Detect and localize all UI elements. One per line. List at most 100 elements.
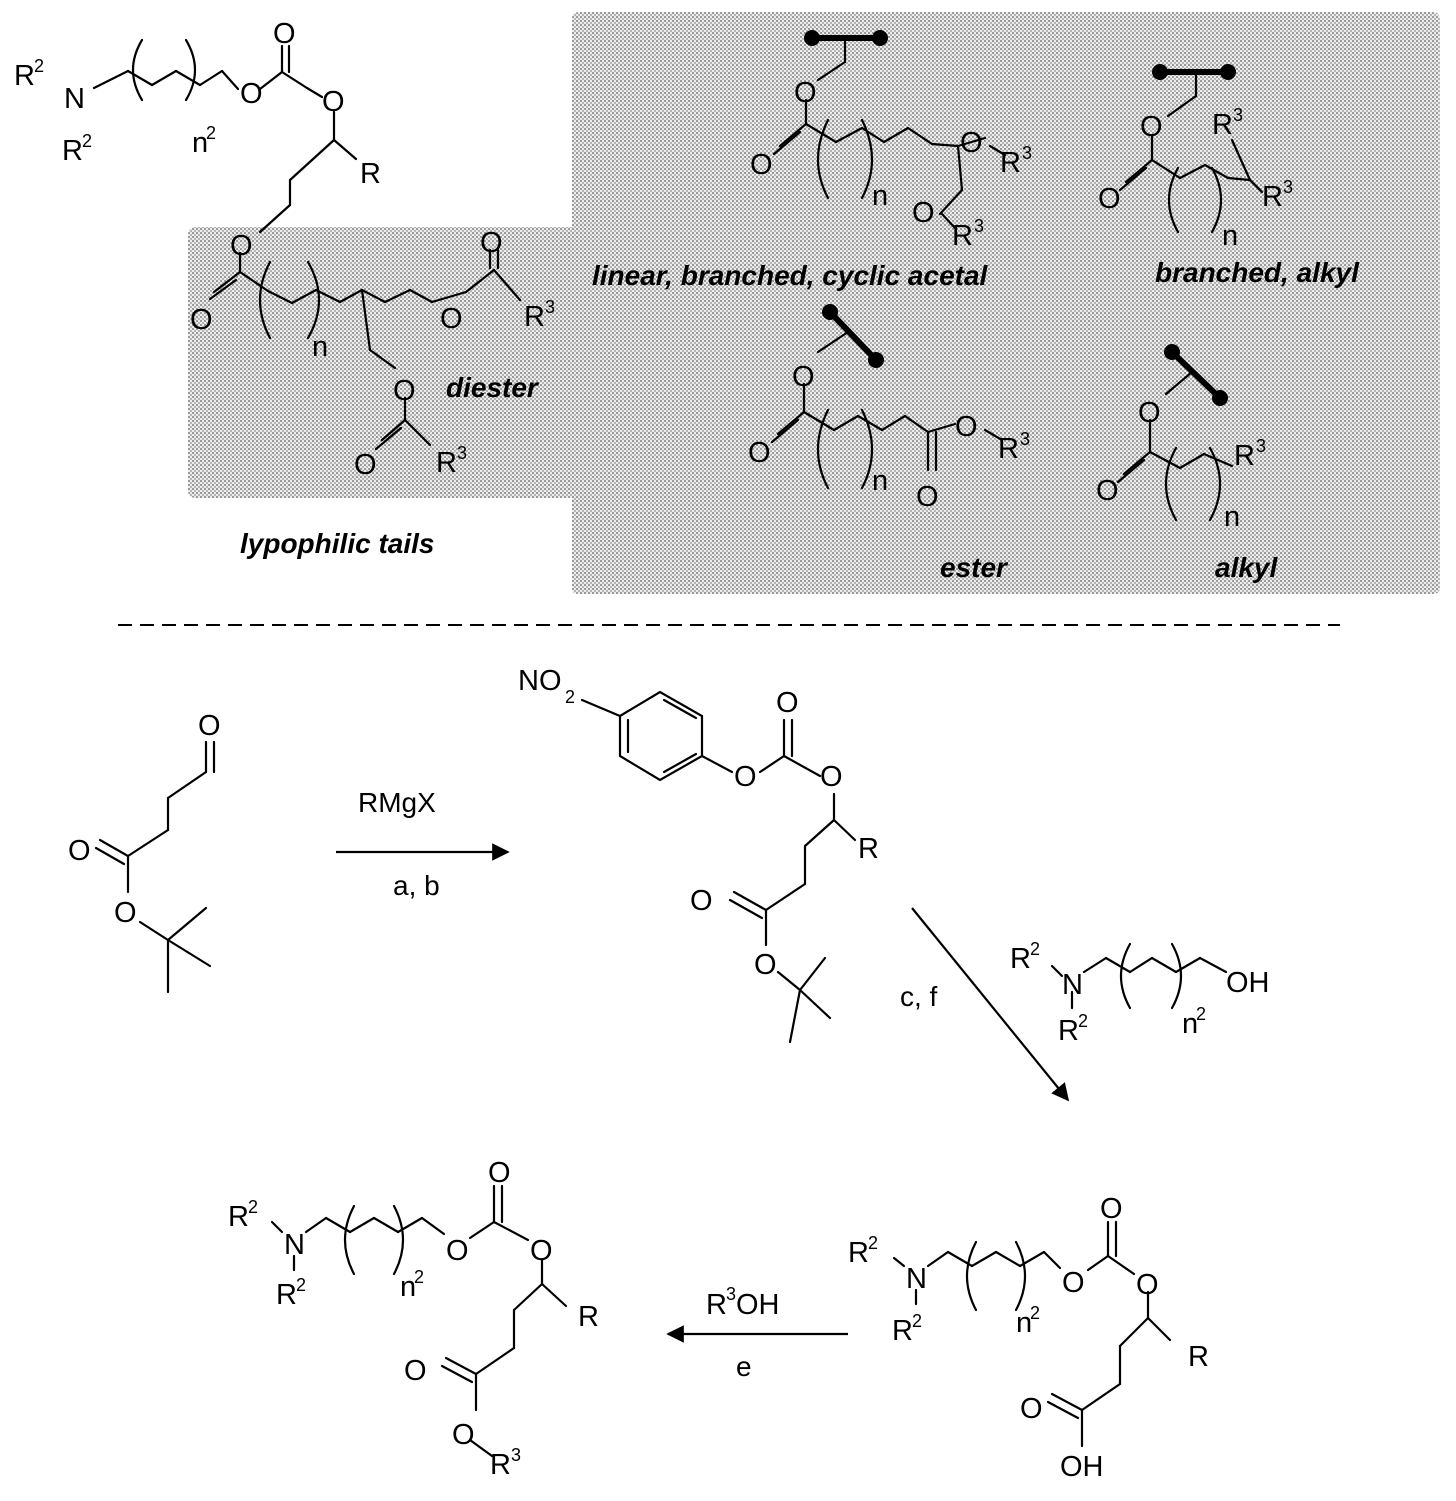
svg-text:R: R (360, 158, 381, 190)
svg-text:2: 2 (248, 1197, 258, 1217)
svg-text:3: 3 (1020, 429, 1030, 449)
svg-text:n: n (312, 331, 328, 363)
svg-text:R: R (1058, 1015, 1079, 1047)
svg-text:2: 2 (1196, 1004, 1206, 1024)
svg-text:O: O (792, 361, 815, 393)
svg-text:O: O (820, 761, 843, 793)
reagent-cf: c, f (900, 981, 938, 1012)
svg-text:O: O (776, 687, 799, 719)
reagent-ab: a, b (393, 870, 440, 901)
starting-material (96, 742, 214, 992)
svg-text:O: O (488, 1157, 511, 1189)
svg-text:O: O (794, 77, 817, 109)
svg-text:O: O (452, 1419, 475, 1451)
svg-text:n: n (1224, 501, 1240, 533)
svg-text:O: O (480, 227, 503, 259)
svg-text:OH: OH (1060, 1451, 1104, 1483)
svg-text:R: R (848, 1237, 869, 1269)
svg-text:2: 2 (868, 1233, 878, 1253)
svg-text:3: 3 (1283, 177, 1293, 197)
svg-text:OH: OH (736, 1289, 780, 1321)
svg-text:R: R (892, 1315, 913, 1347)
svg-text:O: O (1140, 111, 1163, 143)
svg-text:O: O (690, 885, 713, 917)
svg-text:O: O (1096, 475, 1119, 507)
svg-text:O: O (748, 437, 771, 469)
svg-text:O: O (190, 304, 213, 336)
svg-text:O: O (1062, 1267, 1085, 1299)
svg-text:O: O (440, 303, 463, 335)
svg-text:R: R (706, 1289, 727, 1321)
nitrophenyl-atoms: NO2 O O O R O O (518, 665, 879, 981)
svg-text:R: R (1262, 181, 1283, 213)
svg-text:R: R (62, 135, 83, 167)
svg-text:R: R (14, 60, 35, 92)
svg-text:N: N (906, 1263, 927, 1295)
svg-text:R: R (228, 1201, 249, 1233)
svg-text:O: O (912, 197, 935, 229)
svg-text:R: R (998, 433, 1019, 465)
svg-text:3: 3 (1022, 143, 1032, 163)
svg-text:3: 3 (457, 443, 467, 463)
svg-text:O: O (955, 411, 978, 443)
svg-text:O: O (734, 761, 757, 793)
svg-text:R: R (1212, 109, 1233, 141)
svg-text:2: 2 (296, 1275, 306, 1295)
svg-text:O: O (404, 1355, 427, 1387)
svg-text:3: 3 (974, 216, 984, 236)
label-acetal: linear, branched, cyclic acetal (592, 260, 989, 291)
final-product (272, 1186, 566, 1456)
svg-text:O: O (240, 78, 263, 110)
svg-text:N: N (1062, 969, 1083, 1001)
svg-text:3: 3 (726, 1284, 736, 1304)
svg-text:2: 2 (565, 687, 575, 707)
label-alkyl: alkyl (1215, 552, 1278, 583)
final-product-atoms: R2 N R2 n2 O O O R O O R3 (228, 1157, 599, 1481)
amino-alcohol-atoms: R2 N R2 n2 OH (1010, 939, 1270, 1047)
svg-text:O: O (750, 149, 773, 181)
svg-text:O: O (114, 897, 137, 929)
svg-text:2: 2 (1078, 1011, 1088, 1031)
svg-text:O: O (1098, 183, 1121, 215)
reagent-rmgx: RMgX (358, 787, 436, 818)
svg-text:3: 3 (1256, 436, 1266, 456)
svg-text:2: 2 (34, 56, 44, 76)
svg-text:3: 3 (511, 1445, 521, 1465)
svg-text:n: n (1222, 220, 1238, 252)
svg-text:O: O (754, 949, 777, 981)
svg-text:n: n (872, 180, 888, 212)
svg-text:R: R (436, 447, 457, 479)
svg-text:2: 2 (82, 131, 92, 151)
svg-text:n: n (872, 465, 888, 497)
svg-text:R: R (1000, 147, 1021, 179)
svg-text:O: O (230, 230, 253, 262)
label-diester: diester (446, 372, 540, 403)
starting-material-atoms: O O O (68, 710, 221, 929)
svg-text:R: R (524, 301, 545, 333)
reagent-r3oh: R3 OH (706, 1284, 780, 1321)
svg-text:O: O (354, 449, 377, 481)
svg-text:2: 2 (1030, 939, 1040, 959)
svg-text:2: 2 (414, 1267, 424, 1287)
label-branched-alkyl: branched, alkyl (1155, 257, 1360, 288)
svg-text:O: O (530, 1235, 553, 1267)
svg-text:R: R (490, 1449, 511, 1481)
nitrophenyl-carbonate (582, 692, 855, 1042)
reagent-e: e (736, 1351, 752, 1382)
svg-text:NO: NO (518, 665, 562, 697)
svg-text:O: O (960, 127, 983, 159)
svg-text:O: O (322, 86, 345, 118)
svg-text:O: O (68, 835, 91, 867)
svg-text:O: O (916, 481, 939, 513)
svg-text:OH: OH (1226, 967, 1270, 999)
svg-text:R: R (1234, 440, 1255, 472)
svg-text:O: O (1020, 1393, 1043, 1425)
svg-text:R: R (578, 1301, 599, 1333)
svg-text:O: O (273, 18, 296, 50)
svg-text:R: R (1010, 943, 1031, 975)
svg-text:O: O (198, 710, 221, 742)
svg-text:R: R (952, 220, 973, 252)
svg-text:O: O (1100, 1193, 1123, 1225)
label-ester: ester (940, 552, 1009, 583)
